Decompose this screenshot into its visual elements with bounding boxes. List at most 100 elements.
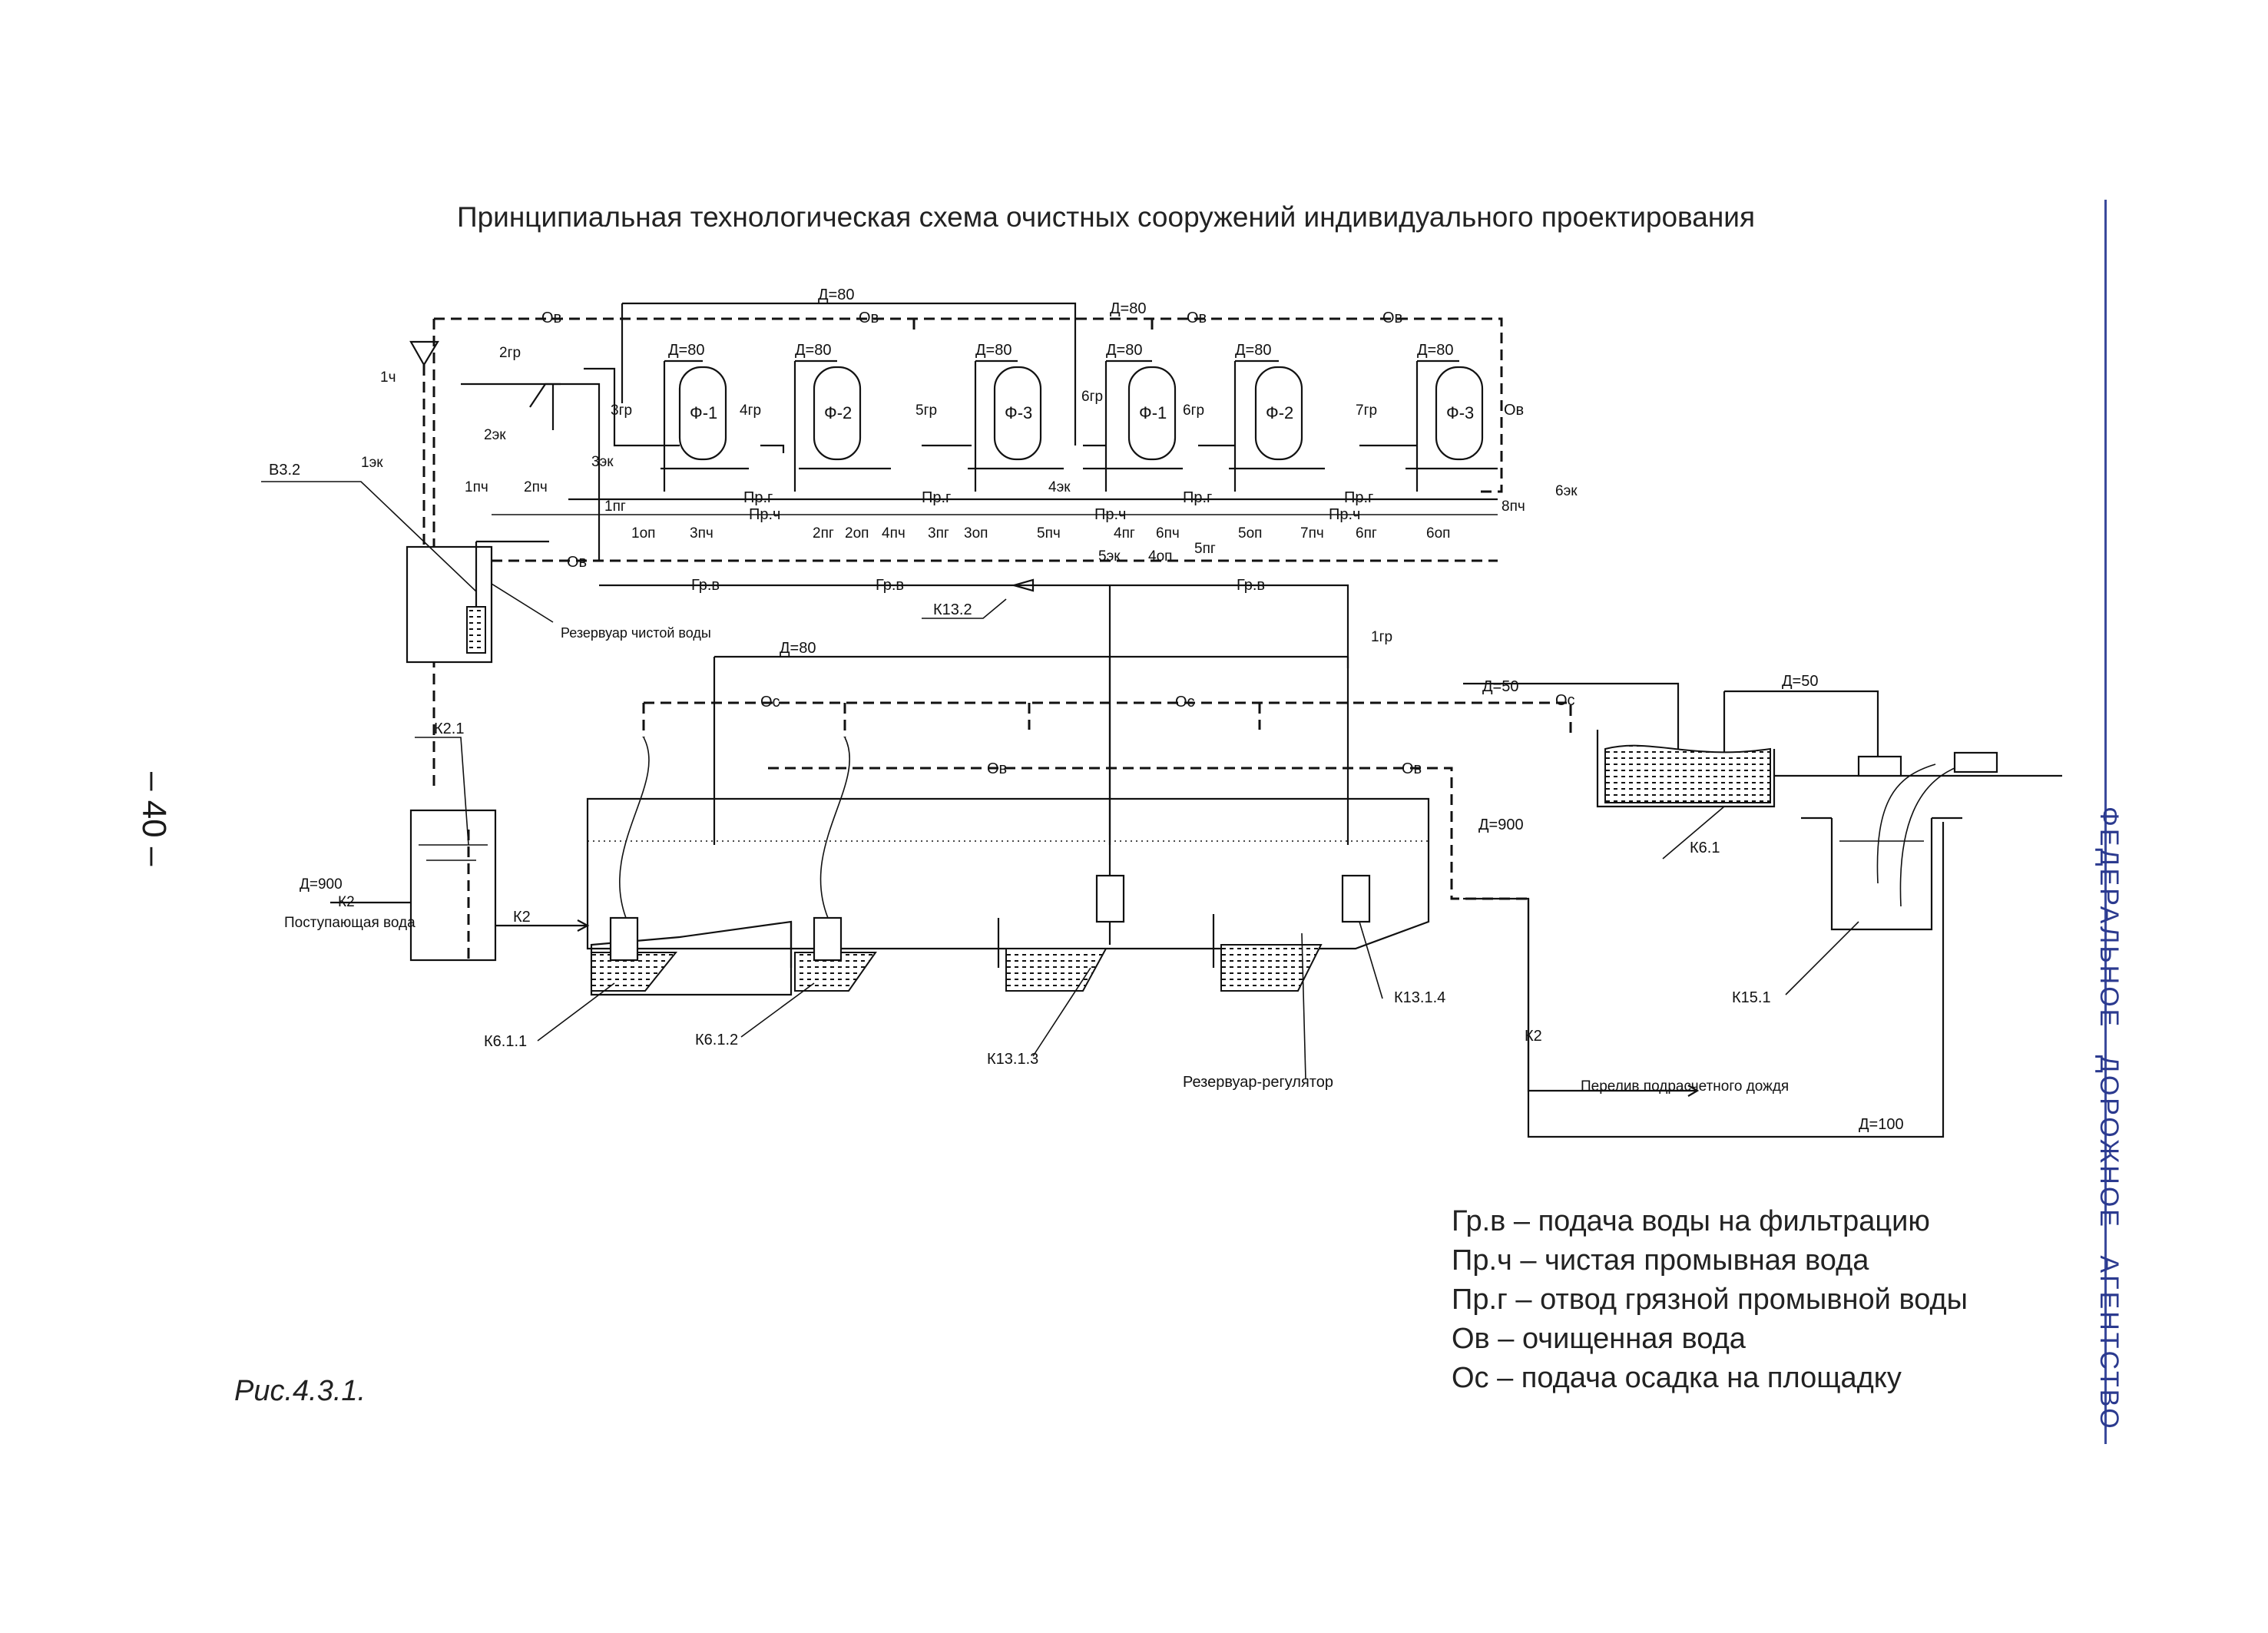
- figure-caption: Рис.4.3.1.: [234, 1375, 366, 1407]
- prg-label-3: Пр.г: [1183, 489, 1212, 506]
- inflow-label: Поступающая вода: [284, 915, 416, 931]
- filter-label: Ф-2: [1266, 403, 1293, 422]
- d80-label-top: Д=80: [818, 287, 854, 303]
- svg-text:5эк: 5эк: [1098, 548, 1121, 565]
- valve-labels-upper: 3гр 3эк 1пг 1оп 3пч 4гр 2пг 2оп 4пч 5гр …: [591, 389, 1578, 565]
- d900-label-2: Д=900: [1478, 816, 1524, 833]
- v32-label: В3.2: [269, 462, 300, 479]
- k61-label: К6.1: [1690, 840, 1720, 856]
- svg-text:3гр: 3гр: [611, 402, 632, 419]
- grv-label-2: Гр.в: [876, 577, 904, 594]
- filter-6: Д=80 Ф-3: [1417, 342, 1484, 461]
- side-rule: [2104, 200, 2107, 1444]
- svg-text:Д=80: Д=80: [1106, 342, 1142, 359]
- svg-text:2гр: 2гр: [499, 345, 521, 361]
- svg-text:1ч: 1ч: [380, 369, 396, 386]
- svg-text:1эк: 1эк: [361, 455, 383, 471]
- filter-3: Д=80 Ф-3: [975, 342, 1042, 461]
- filter-label: Ф-3: [1446, 403, 1474, 422]
- filter-2: Д=80 Ф-2: [795, 342, 862, 461]
- svg-text:4пч: 4пч: [882, 525, 906, 542]
- inflow-chamber: К2.1 Д=900 К2 Поступающая вода К2: [284, 720, 590, 962]
- ov-label-6: Ов: [567, 554, 587, 571]
- d50-label-2: Д=50: [1782, 673, 1818, 690]
- prch-label-1: Пр.ч: [749, 506, 780, 523]
- svg-text:6эк: 6эк: [1555, 483, 1578, 499]
- svg-text:8пч: 8пч: [1502, 499, 1525, 515]
- grv-label-3: Гр.в: [1237, 577, 1265, 594]
- svg-text:7пч: 7пч: [1300, 525, 1324, 542]
- svg-text:4эк: 4эк: [1048, 479, 1071, 495]
- k21-label: К2.1: [434, 720, 464, 737]
- ov-header-pipe: Ов Ов Ов Ов Ов: [432, 310, 1524, 791]
- filter-label: Ф-1: [690, 403, 717, 422]
- svg-text:2эк: 2эк: [484, 427, 506, 443]
- prg-label-4: Пр.г: [1344, 489, 1373, 506]
- svg-text:3оп: 3оп: [964, 525, 988, 542]
- k151-label: К15.1: [1732, 989, 1771, 1006]
- svg-text:Д=80: Д=80: [795, 342, 831, 359]
- k2-label-3: К2: [1525, 1028, 1542, 1045]
- ov-label-5: Ов: [1504, 402, 1524, 419]
- ov-label-4: Ов: [1382, 310, 1402, 326]
- svg-text:2пч: 2пч: [524, 479, 548, 495]
- d100-label: Д=100: [1859, 1116, 1904, 1133]
- legend-item: Пр.г – отвод грязной промывной воды: [1452, 1284, 1968, 1316]
- filter-5: Д=80 Ф-2: [1235, 342, 1303, 461]
- svg-text:1оп: 1оп: [631, 525, 655, 542]
- svg-text:3эк: 3эк: [591, 454, 614, 470]
- overflow-system: Д=900 К2 Перелив подрасчетного дождя Д=1…: [1463, 816, 1945, 1138]
- legend-item: Ос – подача осадка на площадку: [1452, 1362, 1902, 1394]
- svg-text:Д=80: Д=80: [975, 342, 1011, 359]
- svg-text:3пч: 3пч: [690, 525, 714, 542]
- svg-text:4пг: 4пг: [1114, 525, 1135, 542]
- ov-label-8: Ов: [1402, 760, 1422, 777]
- ov-label-1: Ов: [541, 310, 561, 326]
- svg-text:2оп: 2оп: [845, 525, 869, 542]
- k611-label: К6.1.1: [484, 1033, 527, 1050]
- ov-label-7: Ов: [987, 760, 1007, 777]
- prg-label-2: Пр.г: [922, 489, 951, 506]
- filter-piping: Пр.г Пр.г Пр.г Пр.г Пр.ч Пр.ч Пр.ч: [492, 359, 1498, 523]
- grv-label-1: Гр.в: [691, 577, 720, 594]
- k612-label: К6.1.2: [695, 1032, 738, 1048]
- ov-label-2: Ов: [859, 310, 879, 326]
- filter-label: Ф-2: [824, 403, 852, 422]
- regulator-reservoir: К6.1.1 К6.1.2 К13.1.3 К13.1.4 Резервуар-…: [484, 737, 1445, 1091]
- os-label-2: Ос: [1175, 694, 1195, 711]
- prch-label-3: Пр.ч: [1329, 506, 1360, 523]
- svg-text:6пг: 6пг: [1356, 525, 1377, 542]
- svg-text:4оп: 4оп: [1148, 548, 1172, 565]
- svg-text:5пч: 5пч: [1037, 525, 1061, 542]
- clean-water-reservoir: В3.2 1ч 1эк 2гр 2эк 1пч 2пч Резервуар чи…: [261, 319, 711, 664]
- ov-label-3: Ов: [1187, 310, 1207, 326]
- k2-label-1: К2: [338, 894, 355, 910]
- svg-text:5пг: 5пг: [1194, 541, 1216, 557]
- svg-text:6оп: 6оп: [1426, 525, 1450, 542]
- os-label-1: Ос: [760, 694, 780, 711]
- page-title: Принципиальная технологическая схема очи…: [457, 201, 1755, 233]
- d80-label-mid: Д=80: [780, 640, 816, 657]
- filter-label: Ф-3: [1005, 403, 1032, 422]
- legend-item: Пр.ч – чистая промывная вода: [1452, 1244, 1869, 1277]
- clean-tank-label: Резервуар чистой воды: [561, 625, 711, 641]
- os-label-3: Ос: [1555, 692, 1575, 709]
- k1314-label: К13.1.4: [1394, 989, 1445, 1006]
- svg-text:5гр: 5гр: [915, 402, 937, 419]
- filter-label: Ф-1: [1139, 403, 1167, 422]
- legend-item: Ов – очищенная вода: [1452, 1323, 1746, 1355]
- svg-text:5оп: 5оп: [1238, 525, 1262, 542]
- svg-text:1гр: 1гр: [1371, 629, 1392, 645]
- svg-text:6гр: 6гр: [1081, 389, 1103, 405]
- svg-text:Д=80: Д=80: [668, 342, 704, 359]
- svg-text:4гр: 4гр: [740, 402, 761, 419]
- legend-item: Гр.в – подача воды на фильтрацию: [1452, 1205, 1930, 1237]
- backwash-supply: Д=80 Д=80: [621, 287, 1146, 446]
- svg-text:3пг: 3пг: [928, 525, 949, 542]
- svg-text:7гр: 7гр: [1356, 402, 1377, 419]
- prch-label-2: Пр.ч: [1094, 506, 1126, 523]
- d80-label-top2: Д=80: [1110, 300, 1146, 317]
- legend: Гр.в – подача воды на фильтрацию Пр.ч – …: [1452, 1202, 1968, 1398]
- filter-4: Д=80 Ф-1: [1106, 342, 1177, 461]
